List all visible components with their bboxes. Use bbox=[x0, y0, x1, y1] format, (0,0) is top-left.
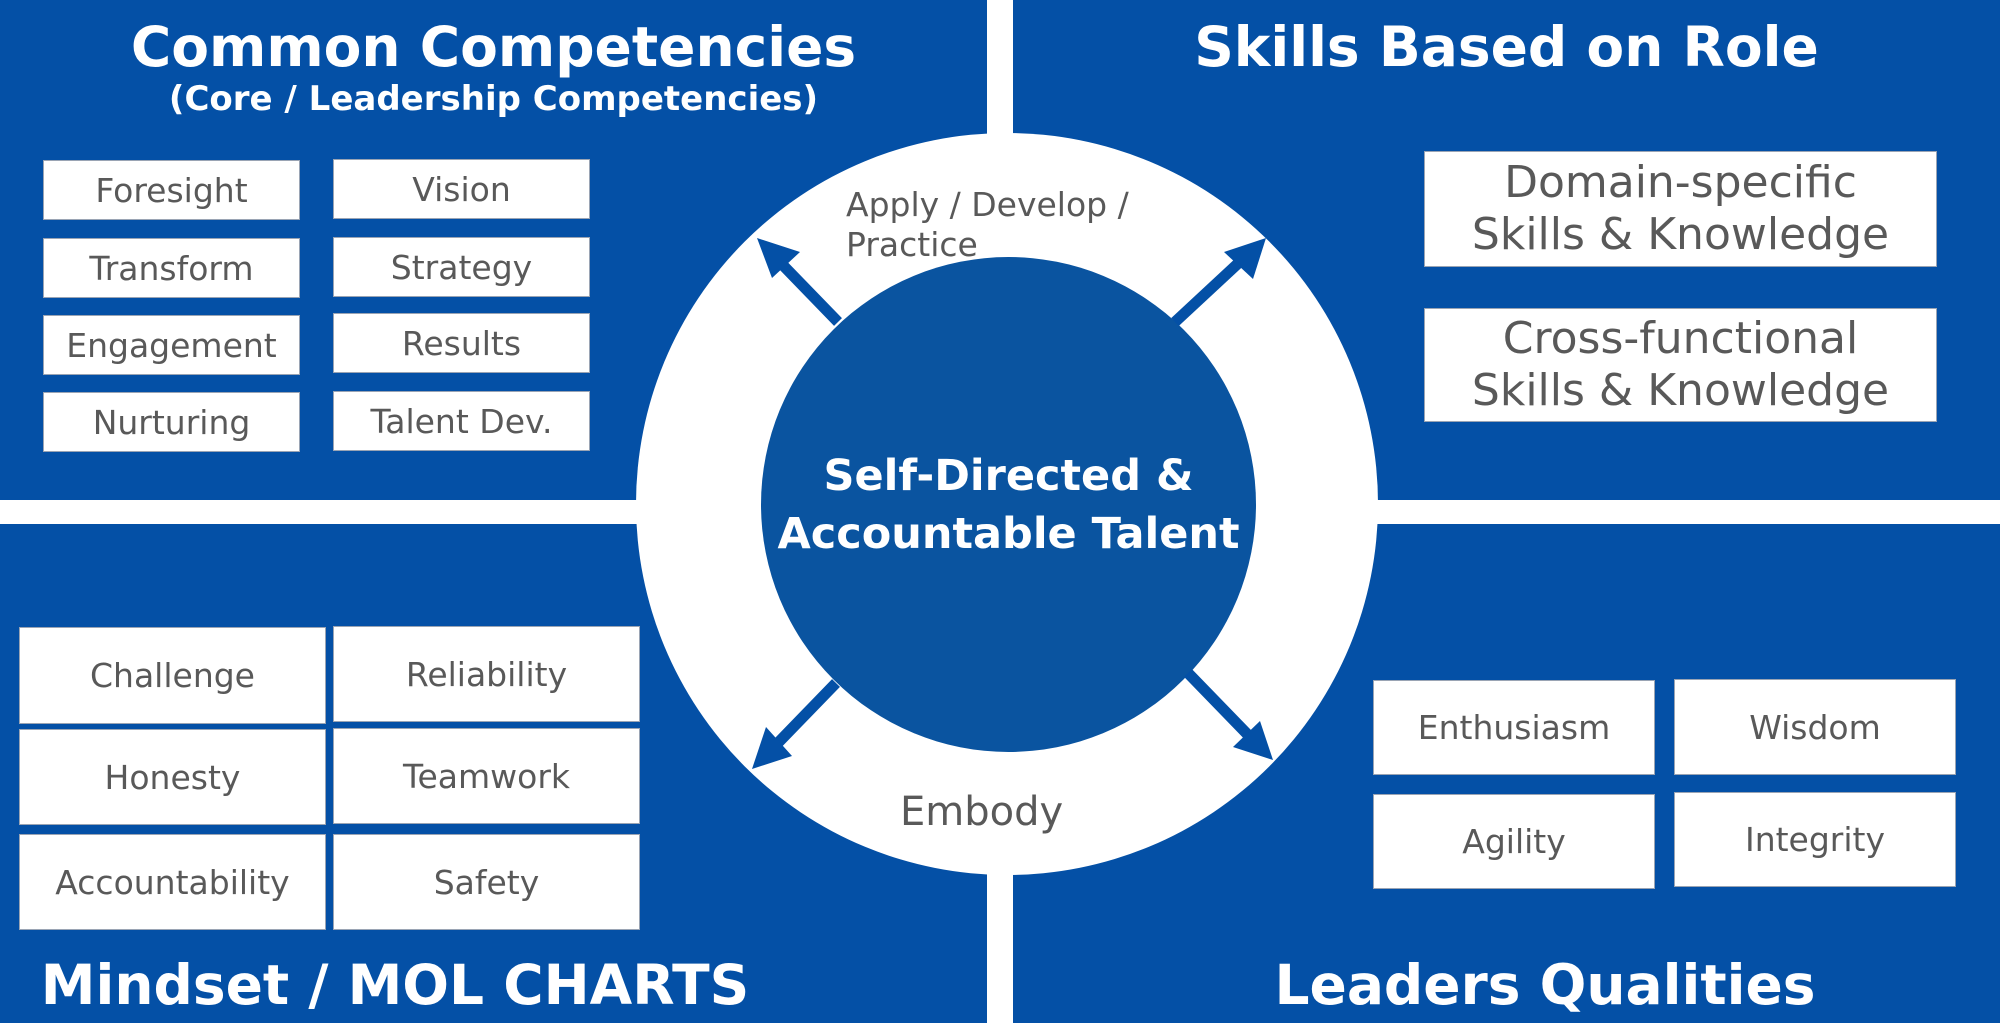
quality-box-agility: Agility bbox=[1373, 794, 1655, 889]
skill-box-domain-specific: Domain-specific Skills & Knowledge bbox=[1424, 151, 1937, 267]
quality-box-integrity: Integrity bbox=[1674, 792, 1956, 887]
mindset-box-reliability: Reliability bbox=[333, 626, 640, 722]
arrow-down-right-icon bbox=[1184, 669, 1273, 760]
quality-box-enthusiasm: Enthusiasm bbox=[1373, 680, 1655, 775]
competency-box-vision: Vision bbox=[333, 159, 590, 219]
competency-box-foresight: Foresight bbox=[43, 160, 300, 220]
mindset-box-teamwork: Teamwork bbox=[333, 728, 640, 824]
skill-box-domain-specific-line-2: Skills & Knowledge bbox=[1471, 209, 1890, 260]
center-core-line-1: Self-Directed & bbox=[823, 450, 1194, 501]
arrow-up-right-icon bbox=[1171, 238, 1266, 327]
leaders-qualities-title: Leaders Qualities bbox=[1274, 953, 1816, 1017]
skills-based-on-role-title: Skills Based on Role bbox=[1194, 15, 1819, 79]
center-core-line-2: Accountable Talent bbox=[777, 508, 1240, 559]
embody-label: Embody bbox=[900, 789, 1064, 835]
mindset-box-challenge: Challenge bbox=[19, 627, 326, 724]
competency-box-talent-dev: Talent Dev. bbox=[333, 391, 590, 451]
common-competencies-subtitle: (Core / Leadership Competencies) bbox=[168, 79, 819, 119]
skill-box-domain-specific-line-1: Domain-specific bbox=[1504, 157, 1857, 208]
skill-box-cross-functional-line-1: Cross-functional bbox=[1502, 313, 1859, 364]
common-competencies-title: Common Competencies bbox=[130, 15, 857, 79]
mindset-box-accountability: Accountability bbox=[19, 834, 326, 930]
competency-box-nurturing: Nurturing bbox=[43, 392, 300, 452]
competency-box-transform: Transform bbox=[43, 238, 300, 298]
competency-box-strategy: Strategy bbox=[333, 237, 590, 297]
competency-box-engagement: Engagement bbox=[43, 315, 300, 375]
mindset-box-honesty: Honesty bbox=[19, 729, 326, 825]
apply-develop-practice-label: Apply / Develop / Practice bbox=[846, 185, 1129, 265]
arrow-up-left-icon bbox=[757, 238, 842, 326]
skill-box-cross-functional-line-2: Skills & Knowledge bbox=[1471, 365, 1890, 416]
center-core-circle: Self-Directed & Accountable Talent bbox=[761, 257, 1256, 752]
mindset-box-safety: Safety bbox=[333, 834, 640, 930]
competency-box-results: Results bbox=[333, 313, 590, 373]
quality-box-wisdom: Wisdom bbox=[1674, 679, 1956, 775]
apply-label-line-2: Practice bbox=[846, 225, 978, 264]
mindset-title: Mindset / MOL CHARTS bbox=[40, 953, 750, 1017]
arrow-down-left-icon bbox=[752, 679, 840, 769]
skill-box-cross-functional: Cross-functional Skills & Knowledge bbox=[1424, 308, 1937, 422]
apply-label-line-1: Apply / Develop / bbox=[846, 185, 1129, 224]
